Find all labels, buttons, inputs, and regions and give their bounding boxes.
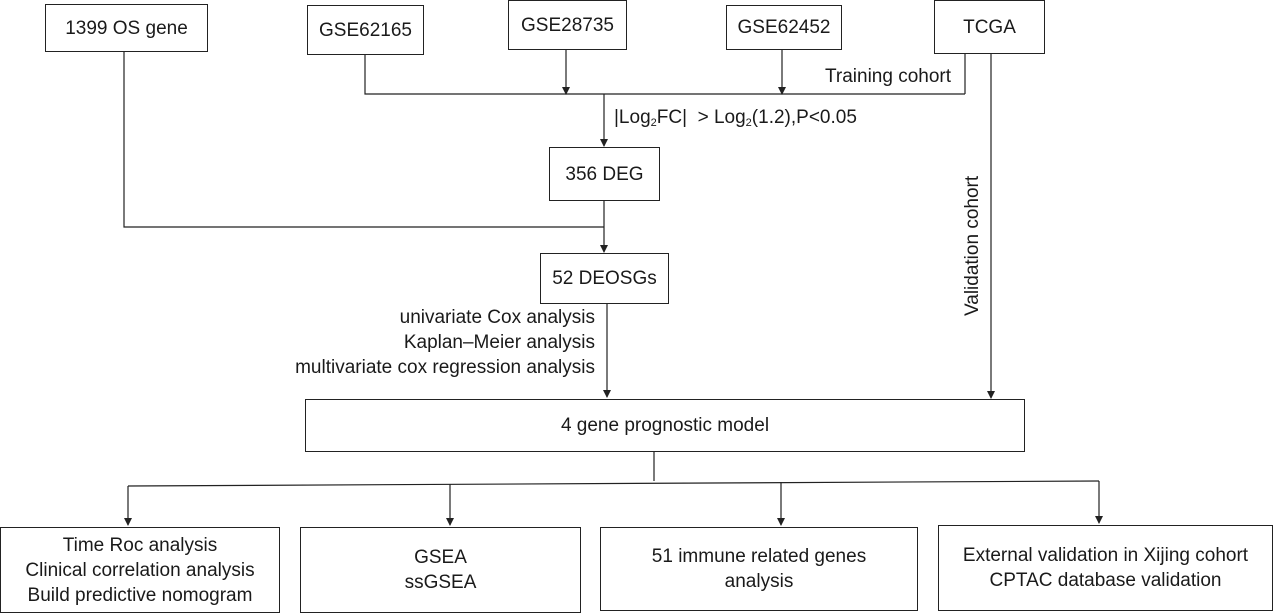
- gse62165-text: GSE62165: [319, 19, 412, 41]
- time-roc-box: Time Roc analysis Clinical correlation a…: [0, 527, 280, 613]
- validation-cohort-label: Validation cohort: [962, 175, 983, 316]
- deosgs-text: 52 DEOSGs: [552, 268, 657, 289]
- training-cohort-label: Training cohort: [825, 66, 952, 87]
- time-roc-line-2: Clinical correlation analysis: [25, 559, 255, 581]
- os-gene-text: 1399 OS gene: [65, 17, 188, 39]
- deosgs-box: 52 DEOSGs: [540, 253, 669, 304]
- analysis-step-1: univariate Cox analysis: [399, 307, 595, 328]
- time-roc-line-1: Time Roc analysis: [62, 534, 218, 556]
- gse62165-box: GSE62165: [307, 5, 424, 55]
- immune-line-1: 51 immune related genes: [651, 546, 867, 567]
- os-gene-line: [123, 52, 604, 228]
- deg-criteria-label: |Log2FC| > Log2(1.2),P<0.05: [614, 107, 857, 129]
- time-roc-line-3: Build predictive nomogram: [27, 584, 253, 606]
- gse62452-box: GSE62452: [726, 5, 842, 50]
- tcga-box: TCGA: [934, 0, 1045, 54]
- immune-line-2: analysis: [724, 571, 794, 592]
- analysis-step-3: multivariate cox regression analysis: [295, 357, 595, 378]
- gsea-box: GSEA ssGSEA: [300, 527, 581, 613]
- gsea-line-2: ssGSEA: [404, 572, 477, 593]
- external-line-2: CPTAC database validation: [989, 570, 1222, 591]
- analysis-steps: univariate Cox analysis Kaplan–Meier ana…: [270, 305, 595, 380]
- gse28735-box: GSE28735: [508, 0, 627, 50]
- external-box: External validation in Xijing cohort CPT…: [938, 525, 1273, 611]
- deg-text: 356 DEG: [565, 163, 644, 185]
- tcga-text: TCGA: [963, 16, 1016, 38]
- model-box: 4 gene prognostic model: [305, 399, 1025, 452]
- gse28735-text: GSE28735: [521, 14, 614, 36]
- external-line-1: External validation in Xijing cohort: [962, 545, 1249, 566]
- gsea-line-1: GSEA: [414, 547, 467, 568]
- model-text: 4 gene prognostic model: [560, 415, 770, 436]
- distribution-line: [127, 480, 1100, 487]
- training-collector-line: [364, 55, 965, 95]
- deg-box: 356 DEG: [549, 147, 660, 201]
- immune-box: 51 immune related genes analysis: [600, 527, 918, 611]
- analysis-step-2: Kaplan–Meier analysis: [403, 332, 595, 353]
- gse62452-text: GSE62452: [737, 17, 831, 38]
- os-gene-box: 1399 OS gene: [45, 4, 208, 52]
